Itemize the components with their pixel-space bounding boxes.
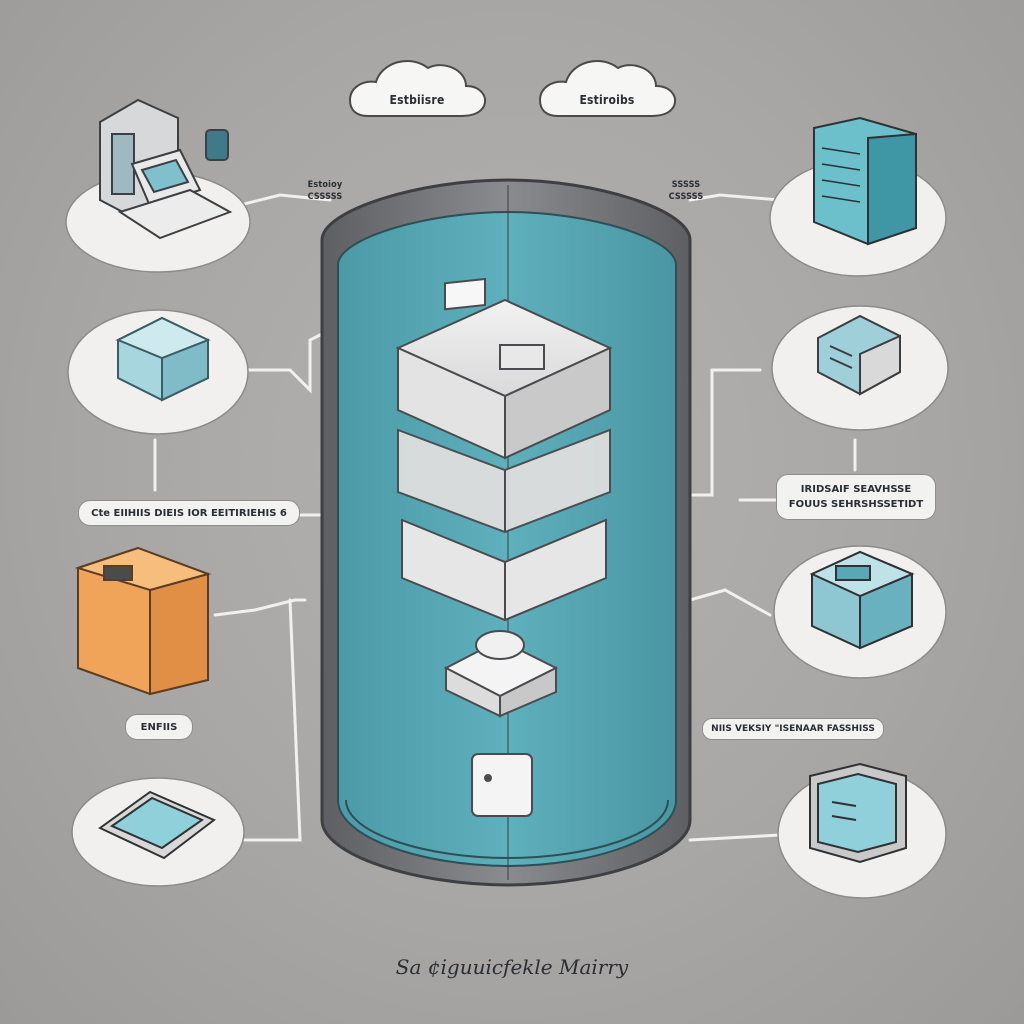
server-rack-icon [813,116,917,246]
cloud-right-label: Estiroibs [579,93,635,107]
cloud-left-label: Estbiisre [389,93,445,107]
cloud-left [348,59,486,117]
top-left-tag-line1: Estoioy [307,180,343,190]
archive-box-icon [74,546,212,696]
router-hardware-icon [817,314,901,396]
diagram-title: Sa ¢iguuicfekle Mairry [395,955,629,979]
left-small-label: ENFIIS [125,714,193,740]
storage-cube-icon [809,550,915,650]
right-label-line2: FOUUS SEHRSHSSETIDT [788,499,924,510]
desktop-computer-icon [99,98,233,240]
monitor-icon [809,762,907,864]
top-right-tag-line1: SSSSS [671,180,701,190]
cloud-right [538,59,676,117]
storage-stack [395,277,613,817]
tablet-icon [98,790,216,860]
top-right-tag-line2: CSSSSS [668,192,704,202]
storage-block-icon [115,316,211,402]
right-label-line1: IRIDSAIF SEAVHSSE [800,484,912,495]
top-left-tag-line2: CSSSSS [307,192,343,202]
right-lower-label-bar: NIIS VEKSIY "ISENAAR FASSHISS [702,718,884,740]
right-label-box: IRIDSAIF SEAVHSSE FOUUS SEHRSHSSETIDT [776,474,936,520]
left-label-bar: Cte EIIHIIS DIEIS IOR EEITIRIEHIS 6 [78,500,300,526]
